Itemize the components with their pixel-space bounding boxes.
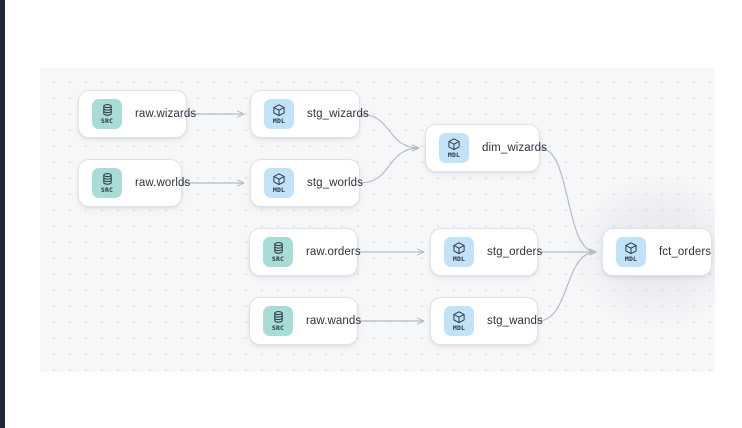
- lineage-node-stg_orders[interactable]: MDL stg_orders: [430, 228, 542, 276]
- lineage-node-raw_wizards[interactable]: SRC raw.wizards: [78, 90, 196, 138]
- lineage-edge-dim_wizards-to-fct_orders: [539, 147, 596, 252]
- node-type-label: MDL: [447, 150, 461, 159]
- database-icon: [273, 242, 284, 254]
- node-label: dim_wizards: [482, 142, 548, 154]
- node-type-label: SRC: [100, 116, 114, 125]
- node-label: stg_wands: [487, 315, 543, 327]
- cube-icon-badge: MDL: [439, 133, 469, 163]
- cube-icon: [273, 104, 285, 117]
- lineage-node-stg_wizards[interactable]: MDL stg_wizards: [250, 90, 369, 138]
- cube-icon: [453, 311, 465, 324]
- node-label: stg_wizards: [307, 108, 369, 120]
- node-label: stg_orders: [487, 246, 543, 258]
- node-label: stg_worlds: [307, 177, 363, 189]
- node-label: raw.wizards: [135, 108, 197, 120]
- lineage-edge-stg_wands-to-fct_orders: [537, 252, 596, 322]
- node-type-label: MDL: [624, 254, 638, 263]
- cube-icon: [448, 138, 460, 151]
- database-icon-badge: SRC: [263, 237, 293, 267]
- node-type-label: MDL: [272, 185, 286, 194]
- node-type-label: MDL: [452, 254, 466, 263]
- cube-icon-badge: MDL: [444, 237, 474, 267]
- database-icon: [102, 173, 113, 185]
- node-label: raw.wands: [306, 315, 362, 327]
- lineage-node-fct_orders[interactable]: MDL fct_orders: [602, 228, 712, 276]
- node-type-label: MDL: [272, 116, 286, 125]
- database-icon: [273, 311, 284, 323]
- node-label: raw.orders: [306, 246, 361, 258]
- cube-icon-badge: MDL: [616, 237, 646, 267]
- lineage-node-dim_wizards[interactable]: MDL dim_wizards: [425, 124, 547, 172]
- database-icon-badge: SRC: [92, 168, 122, 198]
- cube-icon: [273, 173, 285, 186]
- node-type-label: SRC: [100, 185, 114, 194]
- node-type-label: MDL: [452, 323, 466, 332]
- cube-icon-badge: MDL: [264, 99, 294, 129]
- cube-icon: [453, 242, 465, 255]
- cube-icon-badge: MDL: [264, 168, 294, 198]
- lineage-node-raw_worlds[interactable]: SRC raw.worlds: [78, 159, 190, 207]
- lineage-edge-stg_worlds-to-dim_wizards: [359, 148, 419, 184]
- node-type-label: SRC: [271, 254, 285, 263]
- lineage-node-stg_wands[interactable]: MDL stg_wands: [430, 297, 543, 345]
- database-icon-badge: SRC: [92, 99, 122, 129]
- lineage-node-raw_wands[interactable]: SRC raw.wands: [249, 297, 362, 345]
- cube-icon: [625, 242, 637, 255]
- lineage-node-raw_orders[interactable]: SRC raw.orders: [249, 228, 361, 276]
- node-type-label: SRC: [271, 323, 285, 332]
- database-icon: [102, 104, 113, 116]
- node-label: fct_orders: [659, 246, 712, 258]
- cube-icon-badge: MDL: [444, 306, 474, 336]
- app-left-rail: [0, 0, 5, 428]
- database-icon-badge: SRC: [263, 306, 293, 336]
- lineage-node-stg_worlds[interactable]: MDL stg_worlds: [250, 159, 363, 207]
- node-label: raw.worlds: [135, 177, 191, 189]
